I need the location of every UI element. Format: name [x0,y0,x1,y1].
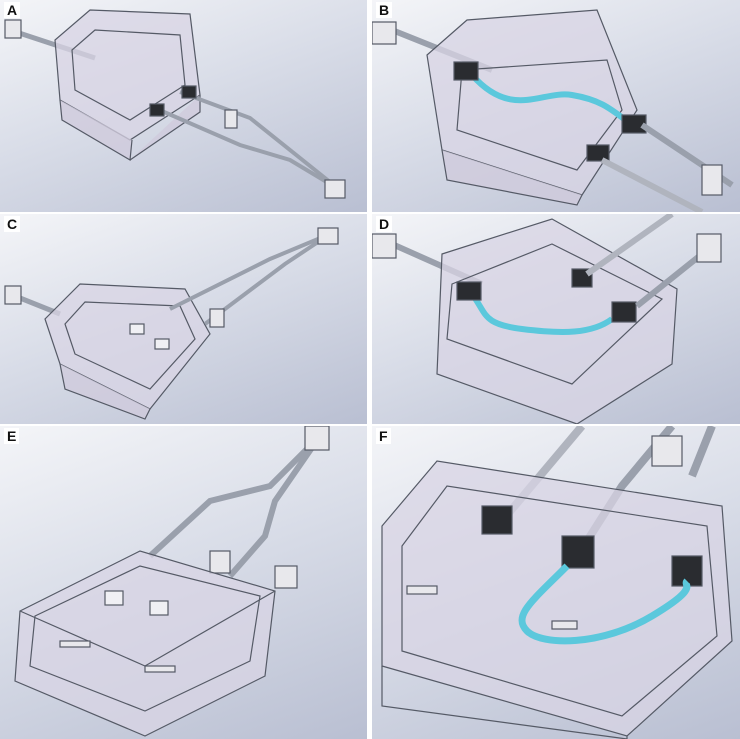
panel-f: F [372,426,740,739]
panel-e: E [0,426,367,739]
panel-label-b: B [376,2,393,18]
panel-b-illustration [372,9,734,212]
panel-d: D [372,214,740,424]
panel-label-e: E [4,428,20,444]
panel-label-c: C [4,216,21,232]
panel-label-f: F [376,428,391,444]
panel-label-d: D [376,216,393,232]
panel-b: B [372,0,740,212]
panel-a: A [0,0,367,212]
panel-c-illustration [4,227,339,420]
panel-a-illustration [4,9,346,199]
panel-e-illustration [14,426,330,737]
panel-c: C [0,214,367,424]
panel-label-a: A [4,2,21,18]
panel-d-illustration [372,214,722,424]
panel-f-illustration [381,426,733,739]
